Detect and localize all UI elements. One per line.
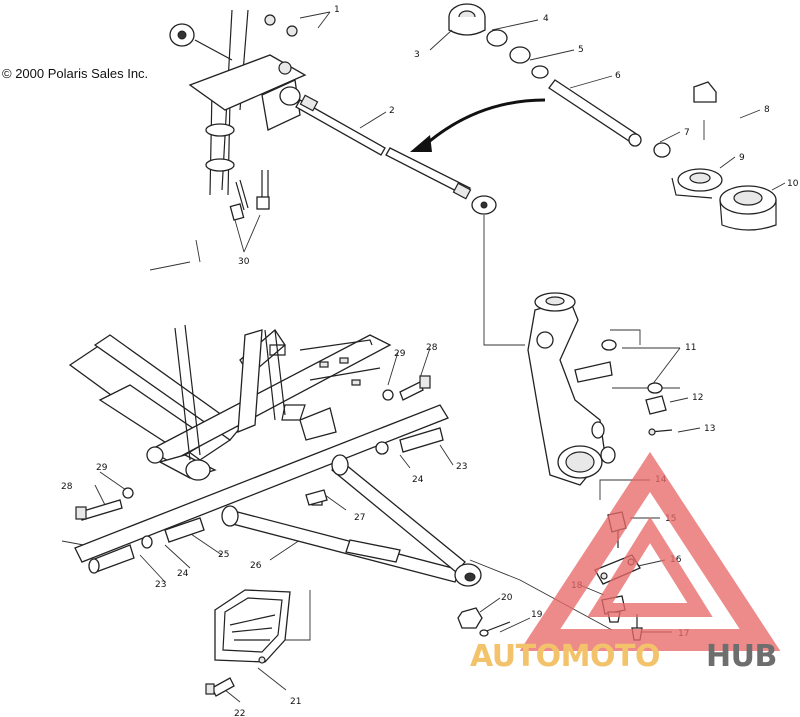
callout-2: 2	[389, 106, 395, 116]
castle-nut-and-cotter	[457, 607, 511, 637]
copyright-notice: © 2000 Polaris Sales Inc.	[2, 66, 149, 81]
callout-23-upper: 23	[456, 462, 467, 472]
tie-rod-exploded-parts	[448, 3, 777, 231]
frame-section	[68, 324, 392, 481]
callout-21: 21	[290, 697, 301, 707]
steering-knuckle	[527, 292, 673, 486]
callout-30: 30	[238, 257, 250, 267]
callout-22: 22	[234, 709, 245, 717]
callout-4: 4	[543, 14, 549, 24]
leader-lines	[61, 11, 786, 703]
callout-13: 13	[704, 424, 715, 434]
callout-29-lower: 29	[96, 463, 108, 473]
steering-post-assembly	[149, 9, 307, 271]
callout-7: 7	[684, 128, 690, 138]
callout-10: 10	[787, 179, 799, 189]
callout-24-upper: 24	[412, 475, 424, 485]
callout-9: 9	[739, 153, 745, 163]
callout-29-upper: 29	[394, 349, 406, 359]
callout-23-lower: 23	[155, 580, 166, 590]
callout-1: 1	[334, 5, 340, 15]
callout-28-upper: 28	[426, 343, 438, 353]
callout-11: 11	[685, 343, 696, 353]
automotohub-watermark: AUTOMOTO HUB	[470, 451, 781, 674]
callout-26: 26	[250, 561, 262, 571]
watermark-text-automoto: AUTOMOTO	[470, 639, 660, 674]
a-arm-guard-plate	[205, 589, 291, 697]
callout-19: 19	[531, 610, 543, 620]
bushings-and-hardware	[75, 375, 444, 574]
callout-3: 3	[414, 50, 420, 60]
callout-24-lower: 24	[177, 569, 189, 579]
tie-rod	[279, 86, 497, 215]
lower-a-arm	[74, 404, 482, 587]
callout-28-lower: 28	[61, 482, 73, 492]
callout-6: 6	[615, 71, 621, 81]
direction-arrow	[410, 98, 546, 152]
callout-5: 5	[578, 45, 584, 55]
callout-12: 12	[692, 393, 703, 403]
callout-20: 20	[501, 593, 513, 603]
callout-27: 27	[354, 513, 365, 523]
callout-8: 8	[764, 105, 770, 115]
callout-25: 25	[218, 550, 229, 560]
watermark-text-hub: HUB	[706, 639, 777, 674]
